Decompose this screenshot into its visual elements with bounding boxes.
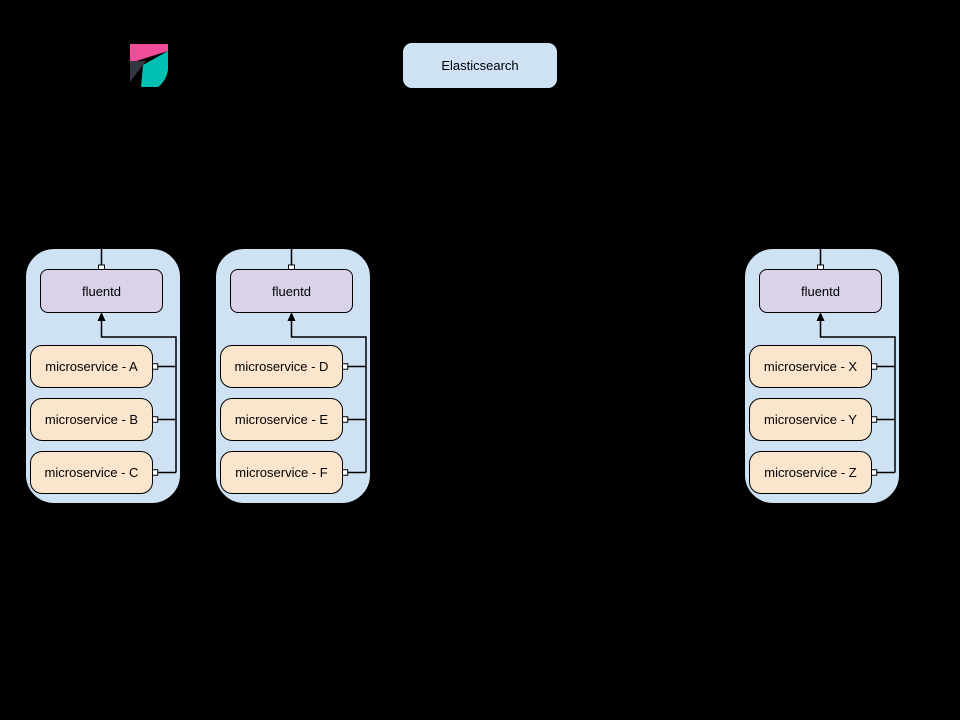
arrowhead-icon <box>816 312 825 321</box>
pod-container-3: fluentd microservice - X microservice - … <box>743 247 901 505</box>
microservice-node: microservice - X <box>749 345 872 388</box>
branch-square-connector <box>151 469 159 476</box>
microservice-to-fluentd-line <box>819 319 896 473</box>
microservice-node: microservice - Y <box>749 398 872 441</box>
elasticsearch-node: Elasticsearch <box>402 42 558 89</box>
kibana-logo-icon <box>130 44 168 87</box>
branch-square-connector <box>151 416 159 423</box>
elasticsearch-label: Elasticsearch <box>441 58 519 73</box>
microservice-node: microservice - B <box>30 398 153 441</box>
microservice-node: microservice - E <box>220 398 343 441</box>
arrowhead-icon <box>287 312 296 321</box>
pod-container-2: fluentd microservice - D microservice - … <box>214 247 372 505</box>
branch-square-connector <box>870 416 878 423</box>
branch-square-connector <box>151 363 159 370</box>
branch-square-connector <box>341 416 349 423</box>
pod-container-1: fluentd microservice - A microservice - … <box>24 247 182 505</box>
arrowhead-icon <box>97 312 106 321</box>
fluentd-node: fluentd <box>759 269 882 313</box>
microservice-node: microservice - Z <box>749 451 872 494</box>
branch-square-connector <box>341 363 349 370</box>
microservice-to-fluentd-line <box>290 319 367 473</box>
microservice-node: microservice - C <box>30 451 153 494</box>
fluentd-label: fluentd <box>271 283 312 299</box>
fluentd-node: fluentd <box>40 269 163 313</box>
microservice-to-fluentd-line <box>100 319 177 473</box>
branch-square-connector <box>341 469 349 476</box>
microservice-node: microservice - A <box>30 345 153 388</box>
microservice-node: microservice - F <box>220 451 343 494</box>
branch-square-connector <box>870 469 878 476</box>
fluentd-label: fluentd <box>800 283 841 299</box>
fluentd-node: fluentd <box>230 269 353 313</box>
branch-square-connector <box>870 363 878 370</box>
fluentd-label: fluentd <box>81 283 122 299</box>
microservice-node: microservice - D <box>220 345 343 388</box>
